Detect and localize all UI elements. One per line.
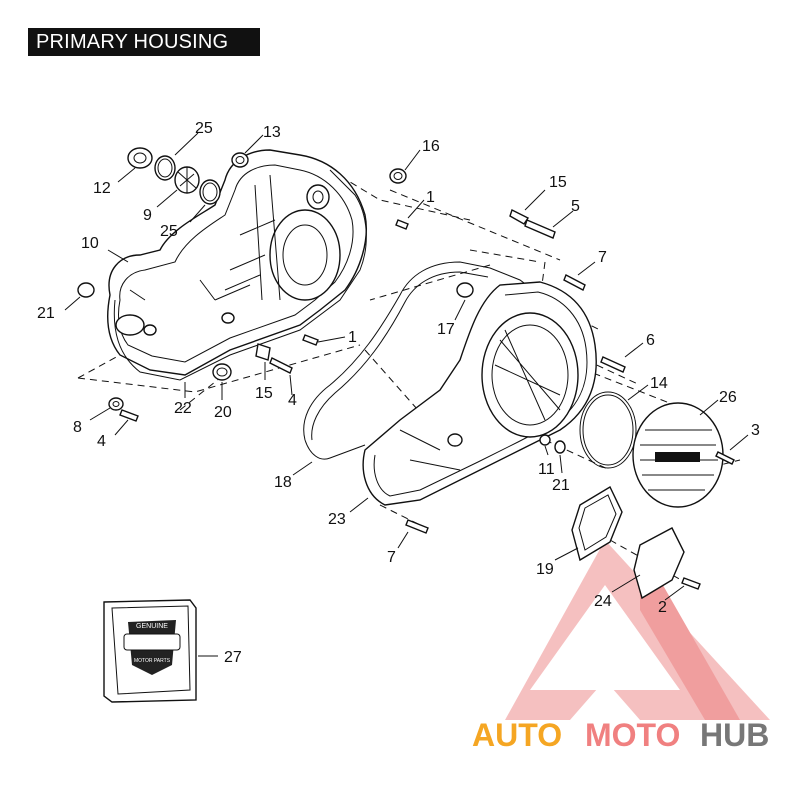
derby-cover (632, 402, 724, 508)
callout-7: 7 (598, 249, 607, 266)
leader-lines (64, 132, 749, 657)
derby-cover-oring (579, 391, 637, 469)
callout-14: 14 (650, 375, 668, 392)
title-banner: PRIMARY HOUSING (28, 28, 260, 56)
callout-9: 9 (143, 207, 152, 224)
callout-4: 4 (288, 392, 297, 409)
callout-16: 16 (422, 138, 440, 155)
callout-15-lower: 15 (255, 385, 273, 402)
callout-21-lower: 21 (552, 477, 570, 494)
callout-18: 18 (274, 474, 292, 491)
callout-1-lower: 1 (348, 329, 357, 346)
callout-19: 19 (536, 561, 554, 578)
package-label-bottom: MOTOR PARTS (134, 658, 171, 664)
callout-20: 20 (214, 404, 232, 421)
callout-11: 11 (538, 461, 555, 478)
callout-10: 10 (81, 235, 99, 252)
callout-15: 15 (549, 174, 567, 191)
fasteners-right (405, 209, 735, 590)
outer-cover-gasket-inner (311, 271, 489, 441)
callout-23: 23 (328, 511, 346, 528)
watermark-hub: HUB (700, 717, 769, 753)
callout-25-lower: 25 (160, 223, 178, 240)
parts-package: GENUINE MOTOR PARTS (103, 599, 197, 703)
package-label-top: GENUINE (136, 623, 168, 630)
inspection-cover (633, 527, 685, 600)
watermark-logo (505, 540, 770, 720)
callout-1: 1 (426, 189, 435, 206)
callout-12: 12 (93, 180, 111, 197)
watermark-auto: AUTO (472, 717, 562, 753)
callout-27: 27 (224, 649, 242, 666)
watermark-text: AUTO MOTO HUB (472, 717, 769, 753)
callout-26: 26 (719, 389, 737, 406)
callout-8: 8 (73, 419, 82, 436)
callout-7-lower: 7 (387, 549, 396, 566)
callout-25: 25 (195, 120, 213, 137)
inner-housing-gasket (113, 169, 367, 381)
callout-22: 22 (174, 400, 192, 417)
inspection-gasket (571, 486, 623, 562)
callout-4-lower: 4 (97, 433, 106, 450)
callout-13: 13 (263, 124, 281, 141)
outer-cover-gasket (303, 261, 541, 441)
inner-primary-housing (107, 149, 367, 376)
callout-3: 3 (751, 422, 760, 439)
callout-5: 5 (571, 198, 580, 215)
callout-17: 17 (437, 321, 455, 338)
callout-6: 6 (646, 332, 655, 349)
page-title: PRIMARY HOUSING (36, 31, 229, 53)
callout-21: 21 (37, 305, 55, 322)
small-fasteners-left (77, 219, 409, 422)
callout-labels: 25 13 16 12 9 25 1 15 5 10 7 21 17 1 6 1… (37, 120, 760, 666)
callout-2: 2 (658, 599, 667, 616)
watermark-moto: MOTO (585, 717, 680, 753)
outer-primary-cover (362, 281, 597, 506)
callout-24: 24 (594, 593, 612, 610)
bearing-stack (127, 147, 407, 205)
